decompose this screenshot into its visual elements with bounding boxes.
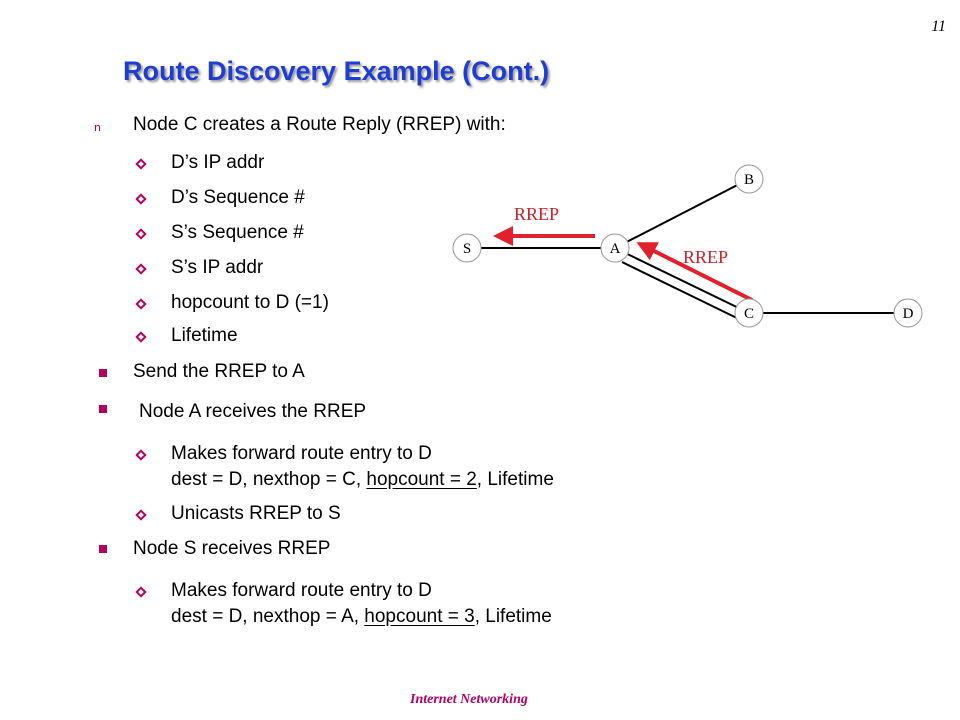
node-a: A [600,233,630,263]
a-entry-pre: dest = D, nexthop = C, [171,469,367,490]
link-a-c [614,247,750,314]
s-entry-pre: dest = D, nexthop = A, [171,606,365,627]
bullet-n-icon: n [94,121,101,134]
node-d-label: D [903,306,914,322]
rrep-arrow-c-to-a [636,242,753,302]
node-a-text: Node A receives the RREP [139,401,367,422]
slide-title: Route Discovery Example (Cont.) [123,56,550,86]
a-unicast-text: Unicasts RREP to S [171,503,341,524]
node-b: B [734,164,764,194]
square-bullet-icon [99,545,107,553]
node-c: C [734,298,764,328]
rrep-field: hopcount to D (=1) [171,292,329,313]
node-s-text: Node S receives RREP [133,538,331,559]
a-entry-title: Makes forward route entry to D [171,443,432,464]
node-c-label: C [744,306,754,322]
a-entry-hopcount: hopcount = 2 [366,469,477,490]
rrep-field: S’s IP addr [171,257,264,278]
rrep-label-top: RREP [514,204,559,224]
send-text: Send the RREP to A [133,361,305,382]
a-entry-detail: dest = D, nexthop = C, hopcount = 2, Lif… [171,469,554,491]
node-a-label: A [610,241,621,257]
link-a-b [614,178,750,249]
rrep-field: D’s Sequence # [171,187,305,208]
a-entry-post: , Lifetime [476,469,554,490]
s-entry-post: , Lifetime [474,606,552,627]
square-bullet-icon [99,369,107,377]
rrep-field: D’s IP addr [171,152,265,173]
s-entry-hopcount: hopcount = 3 [364,606,475,627]
node-b-label: B [744,172,754,188]
square-bullet-icon [99,405,107,413]
page-number: 11 [931,18,946,35]
footer-text: Internet Networking [410,692,528,707]
intro-text: Node C creates a Route Reply (RREP) with… [133,114,506,135]
node-s-label: S [463,241,471,257]
node-s: S [452,233,482,263]
s-entry-detail: dest = D, nexthop = A, hopcount = 3, Lif… [171,606,552,628]
rrep-label-bottom: RREP [683,247,728,267]
rrep-field: Lifetime [171,325,238,346]
node-d: D [893,298,923,328]
link-a-c-parallel [621,261,746,323]
rrep-field: S’s Sequence # [171,222,304,243]
s-entry-title: Makes forward route entry to D [171,580,432,601]
